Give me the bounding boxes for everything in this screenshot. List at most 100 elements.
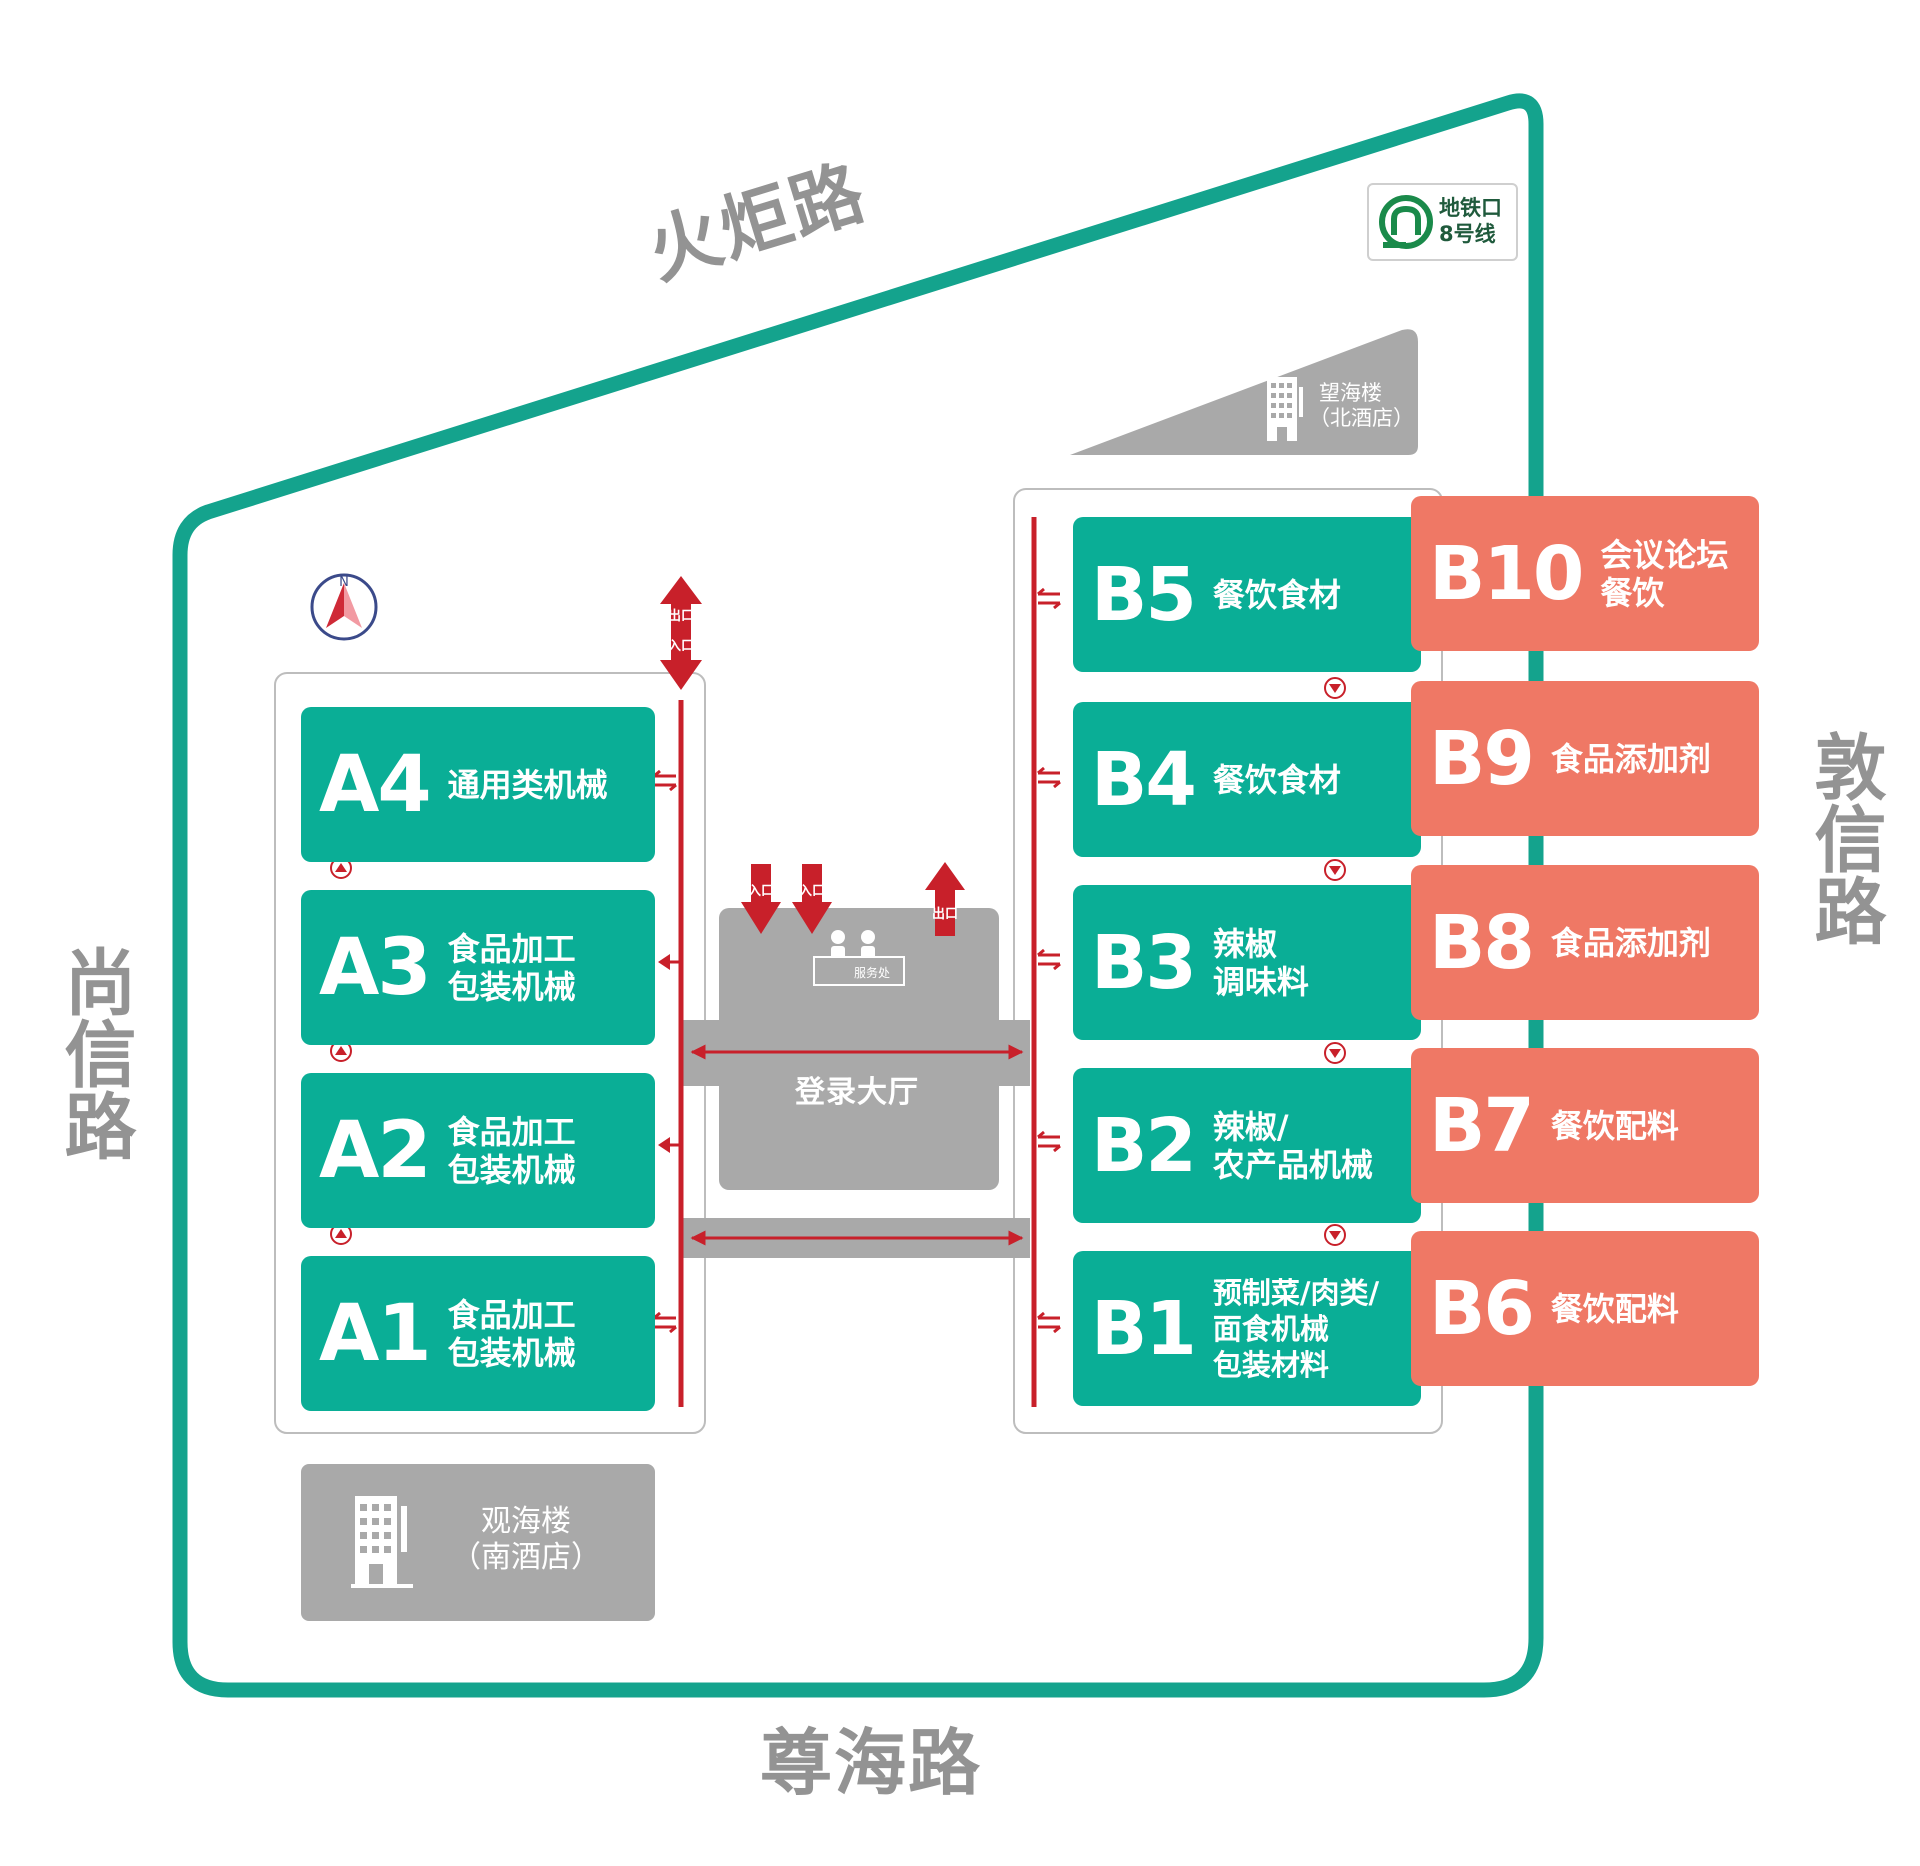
hall-description: 餐饮食材	[1213, 761, 1341, 799]
north-hotel-subname: （北酒店）	[1309, 406, 1414, 430]
hall-code: B9	[1429, 715, 1535, 802]
service-desk-icon: 服务处	[813, 930, 905, 986]
lobby-block	[719, 908, 999, 1190]
hall-description-line: 辣椒/	[1212, 1107, 1289, 1146]
hall-description-line: 预制菜/肉类/	[1212, 1275, 1380, 1310]
compass-icon: N	[310, 573, 378, 641]
a-flow-marker-arrows	[335, 863, 347, 1238]
hall-description-line: 会议论坛	[1600, 535, 1729, 574]
lobby-exit-arrow: 出口	[925, 862, 965, 936]
svg-text:入口: 入口	[748, 884, 774, 899]
svg-text:出口: 出口	[932, 906, 958, 922]
site-boundary	[172, 93, 1544, 1698]
hall-description: 食品添加剂	[1551, 924, 1711, 962]
hall-code: B10	[1429, 530, 1584, 617]
hall-description-line: 食品加工	[447, 1295, 576, 1334]
south-hotel-subname: （南酒店）	[451, 1540, 601, 1575]
hall-description: 餐饮配料	[1551, 1107, 1679, 1145]
hall-description: 食品加工包装机械	[448, 1296, 576, 1372]
hall-code: B7	[1429, 1082, 1535, 1169]
hall-description: 餐饮配料	[1551, 1290, 1679, 1328]
metro-label: 地铁口	[1439, 196, 1502, 220]
hall-b6[interactable]: B6 餐饮配料	[1411, 1231, 1759, 1386]
hall-description-line: 通用类机械	[447, 765, 608, 804]
hall-b4[interactable]: B4 餐饮食材	[1073, 702, 1421, 857]
south-hotel: 观海楼 （南酒店）	[301, 1464, 655, 1621]
svg-text:入口: 入口	[799, 884, 825, 899]
hall-description: 辣椒/农产品机械	[1213, 1108, 1373, 1184]
svg-text:出口: 出口	[668, 608, 694, 624]
hall-a4[interactable]: A4 通用类机械	[301, 707, 655, 862]
svg-text:入口: 入口	[668, 639, 694, 654]
hall-code: B4	[1091, 736, 1197, 823]
hall-description-line: 餐饮食材	[1212, 760, 1341, 799]
a-spine-connectors	[653, 769, 677, 1334]
hall-description-line: 餐饮	[1600, 573, 1665, 612]
metro-logo-icon	[1379, 195, 1433, 249]
hall-b5[interactable]: B5 餐饮食材	[1073, 517, 1421, 672]
hall-code: A3	[319, 922, 432, 1013]
metro-line-label: 8号线	[1439, 222, 1496, 246]
hall-description: 食品添加剂	[1551, 740, 1711, 778]
hall-description-line: 食品加工	[447, 929, 576, 968]
north-hotel: 望海楼 （北酒店）	[1265, 375, 1415, 450]
hall-description-line: 食品添加剂	[1550, 923, 1711, 962]
a-spine-arrows	[658, 954, 681, 1153]
hall-description-line: 食品添加剂	[1550, 739, 1711, 778]
hall-description: 通用类机械	[448, 766, 608, 804]
hall-description-line: 面食机械	[1212, 1311, 1329, 1346]
road-west-label: 尚信路	[52, 945, 136, 1161]
metro-exit-sign: 地铁口 8号线	[1367, 183, 1518, 261]
hall-description: 食品加工包装机械	[448, 930, 576, 1006]
road-south-label: 尊海路	[760, 1721, 983, 1805]
hall-b9[interactable]: B9 食品添加剂	[1411, 681, 1759, 836]
hall-code: B3	[1091, 919, 1197, 1006]
svg-text:N: N	[339, 575, 349, 590]
hotel-building-icon	[1267, 377, 1303, 441]
hall-description-line: 包装机械	[447, 967, 576, 1006]
lobby-entrance-arrow-2: 入口	[792, 864, 832, 934]
svg-text:服务处: 服务处	[854, 965, 890, 980]
hall-code: B5	[1091, 551, 1197, 638]
north-hotel-block	[1070, 329, 1418, 455]
hall-b7[interactable]: B7 餐饮配料	[1411, 1048, 1759, 1203]
hall-code: A1	[319, 1288, 432, 1379]
hall-description: 餐饮食材	[1213, 576, 1341, 614]
hall-description-line: 餐饮配料	[1550, 1289, 1679, 1328]
hall-code: A2	[319, 1105, 432, 1196]
hall-code: A4	[319, 739, 432, 830]
south-hotel-name: 观海楼	[481, 1504, 571, 1539]
hall-description-line: 包装材料	[1212, 1347, 1329, 1382]
north-hotel-name: 望海楼	[1319, 381, 1382, 405]
hall-description-line: 餐饮食材	[1212, 575, 1341, 614]
hall-description-line: 餐饮配料	[1550, 1106, 1679, 1145]
a-exit-entrance-arrow: 出口 入口	[660, 576, 702, 690]
hall-description-line: 包装机械	[447, 1333, 576, 1372]
hall-code: B2	[1091, 1102, 1197, 1189]
hall-description: 预制菜/肉类/面食机械包装材料	[1213, 1275, 1379, 1383]
hall-description-line: 调味料	[1212, 962, 1309, 1001]
b-flow-marker-arrows	[1329, 684, 1341, 1240]
hall-description-line: 农产品机械	[1212, 1145, 1373, 1184]
hall-description: 会议论坛餐饮	[1600, 536, 1728, 612]
hall-code: B6	[1429, 1265, 1535, 1352]
b-spine-connectors	[1037, 587, 1061, 1334]
hotel-building-icon	[351, 1496, 413, 1588]
hall-description-line: 包装机械	[447, 1150, 576, 1189]
hall-description: 辣椒调味料	[1213, 925, 1309, 1001]
hall-description-line: 辣椒	[1212, 924, 1277, 963]
hall-b8[interactable]: B8 食品添加剂	[1411, 865, 1759, 1020]
road-east-label: 敦信路	[1802, 730, 1886, 946]
lobby-label: 登录大厅	[795, 1075, 919, 1110]
hall-code: B8	[1429, 899, 1535, 986]
lobby-entrance-arrow-1: 入口	[741, 864, 781, 934]
